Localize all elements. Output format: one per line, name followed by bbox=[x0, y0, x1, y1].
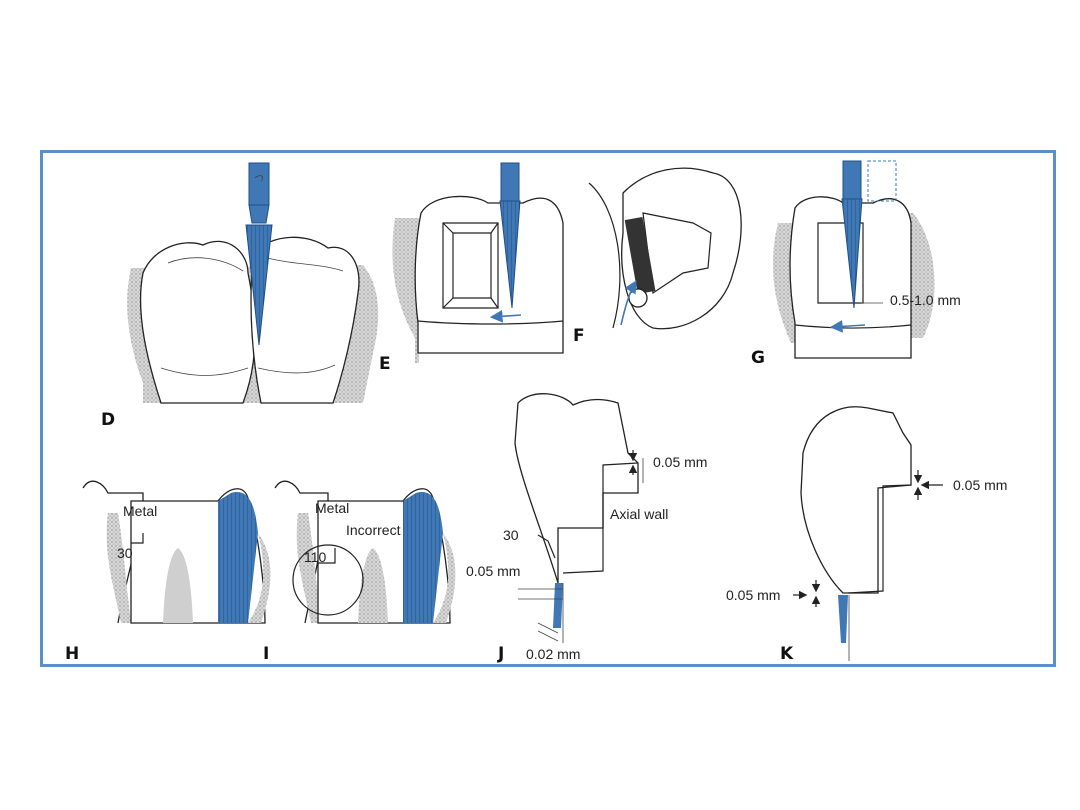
tooth-k-outline bbox=[800, 406, 912, 594]
tooth-e-outline bbox=[414, 195, 564, 354]
k-gap-top-label: 0.05 mm bbox=[953, 477, 1007, 493]
j-gap-margin-label: 0.05 mm bbox=[466, 563, 520, 579]
j-gap-top-label: 0.05 mm bbox=[653, 454, 707, 470]
panel-h: Metal 30 H bbox=[65, 480, 271, 664]
panel-label-h: H bbox=[65, 644, 79, 664]
i-metal-label: Metal bbox=[315, 500, 349, 516]
panel-label-j: J bbox=[497, 644, 504, 664]
h-angle-label: 30 bbox=[117, 545, 133, 561]
k-gap-margin-label: 0.05 mm bbox=[726, 587, 780, 603]
panel-g: 0.5-1.0 mm G bbox=[751, 160, 961, 368]
panel-label-k: K bbox=[780, 644, 794, 664]
dental-diagram: D E F 0.5-1.0 mm G bbox=[65, 160, 1007, 664]
bur-shank-e bbox=[500, 162, 520, 202]
panel-d: D bbox=[101, 162, 379, 430]
i-detail-circle bbox=[292, 544, 364, 616]
i-incorrect-label: Incorrect bbox=[346, 522, 401, 538]
panel-i: Metal Incorrect 110 I bbox=[263, 480, 456, 664]
panel-j: 0.05 mm Axial wall 30 0.05 mm 0.02 mm J bbox=[466, 393, 707, 664]
bur-head-f bbox=[628, 288, 648, 308]
panel-e: E bbox=[379, 162, 564, 374]
j-axial-wall-label: Axial wall bbox=[610, 506, 668, 522]
j-angle-label: 30 bbox=[503, 527, 519, 543]
i-angle-label: 110 bbox=[304, 549, 327, 565]
panel-k: 0.05 mm 0.05 mm K bbox=[726, 406, 1007, 664]
j-gap-bottom-label: 0.02 mm bbox=[526, 646, 580, 662]
bur-shank bbox=[248, 162, 270, 206]
panel-f: F bbox=[573, 167, 742, 346]
panel-label-g: G bbox=[751, 348, 765, 368]
figure-frame: D E F 0.5-1.0 mm G bbox=[40, 150, 1056, 667]
panel-label-f: F bbox=[573, 326, 585, 346]
g-measure-label: 0.5-1.0 mm bbox=[890, 292, 961, 308]
bur-tip bbox=[245, 224, 273, 346]
panel-label-i: I bbox=[263, 644, 269, 664]
tooth-left-outline bbox=[139, 240, 256, 404]
bur-shank-g bbox=[842, 160, 862, 200]
h-metal-label: Metal bbox=[123, 503, 157, 519]
bur-tip-e bbox=[499, 200, 521, 309]
panel-label-e: E bbox=[379, 354, 391, 374]
panel-label-d: D bbox=[101, 410, 115, 430]
bur-tip-g bbox=[841, 198, 863, 309]
tooth-j-outline bbox=[514, 393, 639, 584]
tooth-right-outline bbox=[250, 236, 360, 404]
